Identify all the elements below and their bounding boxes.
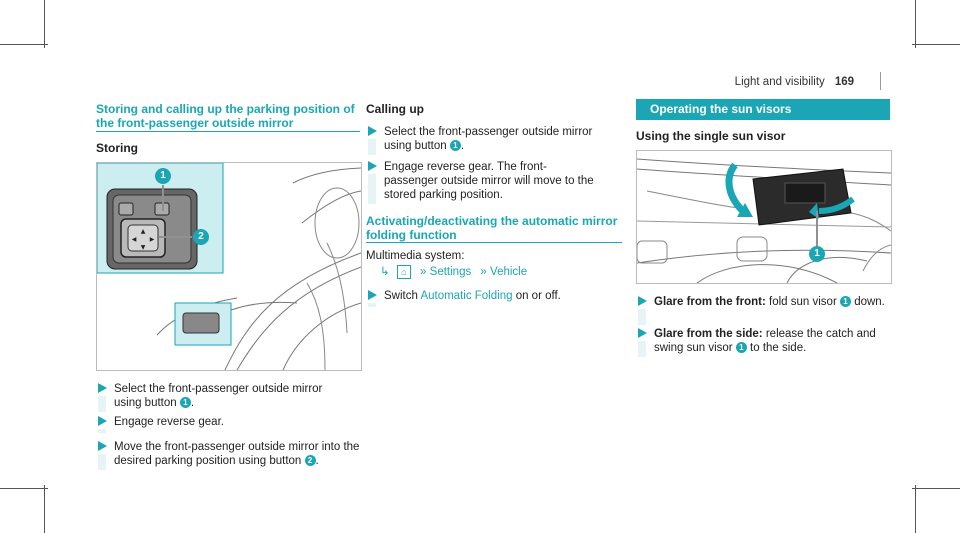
arrow-icon xyxy=(96,382,110,396)
step-glare-front: Glare from the front: fold sun visor 1 d… xyxy=(636,295,890,327)
arrow-icon xyxy=(366,125,380,139)
step-bar xyxy=(98,396,106,412)
step-text: Engage reverse gear. xyxy=(114,416,224,428)
step-bar xyxy=(638,309,646,325)
step-engage-reverse-recall: Engage reverse gear. The front-passenger… xyxy=(366,160,616,206)
step-suffix: to the side. xyxy=(750,342,807,354)
crop-mark xyxy=(44,485,45,533)
automatic-folding-link[interactable]: Automatic Folding xyxy=(420,290,513,302)
button-ref-2: 2 xyxy=(304,455,316,467)
step-text: Select the front-passenger outside mirro… xyxy=(384,126,593,152)
figure-marker-1: 1 xyxy=(809,246,825,262)
section-banner: Operating the sun visors xyxy=(636,99,890,120)
heading-rule xyxy=(366,242,622,243)
page-header: Light and visibility 169 xyxy=(735,76,854,88)
subheading-single-visor: Using the single sun visor xyxy=(636,129,786,143)
page-number: 169 xyxy=(834,76,854,88)
arrow-icon xyxy=(96,440,110,454)
step-bar xyxy=(368,174,376,204)
nav-settings[interactable]: Settings xyxy=(429,266,472,278)
visor-ref-1: 1 xyxy=(839,296,851,308)
header-rule xyxy=(880,72,881,90)
crop-mark xyxy=(912,44,960,45)
crop-mark xyxy=(44,0,45,48)
section-title: Light and visibility xyxy=(734,76,825,88)
step-switch-folding: Switch Automatic Folding on or off. xyxy=(366,289,616,309)
arrow-icon xyxy=(366,289,380,303)
step-text: Select the front-passenger outside mirro… xyxy=(114,383,323,409)
step-bar xyxy=(368,139,376,155)
subheading-storing: Storing xyxy=(96,141,138,155)
section-heading: Storing and calling up the parking posit… xyxy=(96,102,355,130)
step-bar xyxy=(368,303,376,307)
step-bar xyxy=(98,454,106,470)
subheading-calling-up: Calling up xyxy=(366,102,424,116)
crop-mark xyxy=(0,488,48,489)
crop-mark xyxy=(915,0,916,48)
figure-marker-1: 1 xyxy=(155,168,171,184)
crop-mark xyxy=(915,485,916,533)
nav-path: ↳ ⌂ » Settings » Vehicle xyxy=(380,264,527,280)
svg-text:◀: ◀ xyxy=(132,236,137,243)
crop-mark xyxy=(912,488,960,489)
svg-text:▶: ▶ xyxy=(150,236,155,243)
mirror-switch-figure: ▲ ▼ ◀ ▶ 1 2 xyxy=(96,162,362,371)
step-bar xyxy=(98,429,106,433)
path-arrow-icon: ↳ xyxy=(380,266,390,278)
arrow-icon xyxy=(96,415,110,429)
sun-visor-illustration xyxy=(637,158,891,283)
step-suffix: on or off. xyxy=(515,290,561,302)
figure-marker-2: 2 xyxy=(193,229,209,245)
step-suffix: . xyxy=(460,140,465,152)
mirror-switch-illustration: ▲ ▼ ◀ ▶ xyxy=(97,163,361,370)
step-text: Switch xyxy=(384,290,418,302)
step-text: release the catch and swing sun visor xyxy=(654,328,876,354)
home-icon[interactable]: ⌂ xyxy=(396,264,411,279)
button-ref-1: 1 xyxy=(449,140,461,152)
step-label: Glare from the front: xyxy=(654,296,766,308)
step-label: Glare from the side: xyxy=(654,328,763,340)
step-text: Engage reverse gear. The front-passenger… xyxy=(384,161,594,201)
sun-visor-figure: 1 xyxy=(636,150,892,284)
step-bar xyxy=(638,341,646,357)
step-suffix: down. xyxy=(854,296,885,308)
step-suffix: . xyxy=(315,455,319,467)
step-select-mirror-recall: Select the front-passenger outside mirro… xyxy=(366,125,616,157)
svg-text:▲: ▲ xyxy=(141,228,146,235)
heading-rule xyxy=(96,131,360,132)
svg-text:▼: ▼ xyxy=(141,244,146,251)
button-ref-1: 1 xyxy=(179,397,191,409)
visor-ref-1: 1 xyxy=(735,342,747,354)
step-move-mirror: Move the front-passenger outside mirror … xyxy=(96,440,360,472)
step-text: fold sun visor xyxy=(769,296,837,308)
crop-mark xyxy=(0,44,48,45)
step-glare-side: Glare from the side: release the catch a… xyxy=(636,327,890,361)
step-text: Move the front-passenger outside mirror … xyxy=(114,441,360,467)
nav-vehicle[interactable]: Vehicle xyxy=(490,266,528,278)
chevron-icon: » xyxy=(420,266,427,278)
multimedia-label: Multimedia system: xyxy=(366,250,465,262)
step-suffix: . xyxy=(190,397,195,409)
folding-heading: Activating/deactivating the automatic mi… xyxy=(366,214,618,242)
step-engage-reverse: Engage reverse gear. xyxy=(96,415,360,435)
arrow-icon xyxy=(636,295,650,309)
arrow-icon xyxy=(636,327,650,341)
step-select-mirror: Select the front-passenger outside mirro… xyxy=(96,382,360,414)
chevron-icon: » xyxy=(480,266,487,278)
arrow-icon xyxy=(366,160,380,174)
